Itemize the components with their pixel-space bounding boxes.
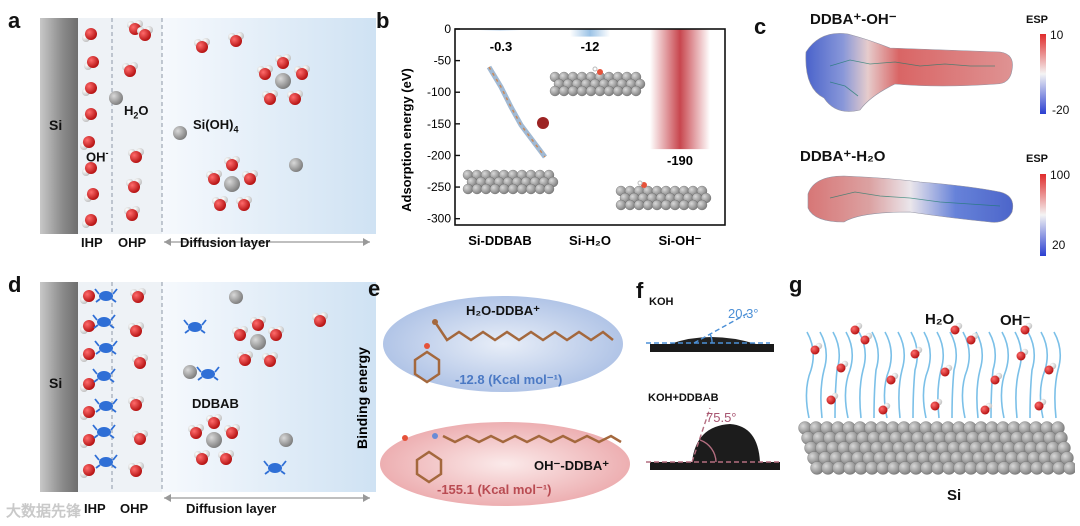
y-tick-label: -300 (427, 212, 451, 226)
panel-f-label: f (636, 278, 644, 303)
y-tick-label: -50 (434, 54, 452, 68)
panel-a-label: a (8, 8, 21, 33)
esp1-min: -20 (1052, 103, 1070, 117)
si-label-a: Si (49, 117, 63, 133)
x-tick-label: Si-H₂O (569, 233, 611, 248)
koh-angle: 20.3° (728, 306, 759, 321)
y-tick-label: 0 (444, 22, 451, 36)
esp-surface-h2o (807, 175, 1014, 223)
bar-value-label: -0.3 (490, 39, 512, 54)
bar-1 (570, 29, 610, 37)
oh-binding-value: -155.1 (Kcal mol⁻¹) (437, 482, 552, 497)
koh-label: KOH (649, 296, 674, 308)
adsorption-ylabel: Adsorption energy (eV) (399, 68, 414, 212)
esp-title-oh: DDBA⁺-OH⁻ (810, 11, 897, 28)
g-oh-label: OH⁻ (1000, 312, 1031, 329)
panel-d-diagram (40, 282, 376, 502)
ihp-label-a: IHP (81, 235, 103, 250)
panel-e-diagram: Binding energy (355, 296, 630, 506)
h2o-binding-ellipse (383, 296, 623, 392)
ohp-label-a: OHP (118, 235, 147, 250)
y-tick-label: -200 (427, 148, 451, 162)
g-si-label: Si (947, 487, 962, 504)
koh-ddbab-label: KOH+DDBAB (648, 392, 719, 404)
panel-c-label: c (754, 14, 767, 39)
esp-maps (805, 33, 1046, 256)
panel-g-diagram (798, 322, 1075, 475)
ohp-label-d: OHP (120, 501, 149, 516)
esp-title-h2o: DDBA⁺-H₂O (800, 148, 886, 165)
silicate-label: Si(OH)4 (193, 117, 239, 135)
oh-ddba-label: OH⁻-DDBA⁺ (534, 458, 610, 473)
ihp-label-d: IHP (84, 501, 106, 516)
x-tick-label: Si-OH⁻ (659, 233, 702, 248)
chart-frame (454, 28, 726, 226)
bar-value-label: -190 (667, 153, 693, 168)
y-tick-label: -250 (427, 180, 451, 194)
esp2-min: 20 (1052, 238, 1066, 252)
g-water-label: H₂O (925, 311, 955, 328)
h2o-ddba-label: H₂O-DDBA⁺ (466, 303, 541, 318)
ddbab-label-d: DDBAB (192, 396, 239, 411)
esp-label-1: ESP (1026, 14, 1049, 26)
esp-surface-oh (805, 33, 1013, 112)
esp-scale-2 (1040, 174, 1046, 256)
esp2-max: 100 (1050, 168, 1071, 182)
bar-0 (480, 29, 520, 31)
panel-g-label: g (789, 272, 803, 297)
x-tick-label: Si-DDBAB (468, 233, 532, 248)
water-label-a: H2O (124, 103, 149, 121)
esp-label-2: ESP (1026, 153, 1049, 165)
oh-binding-ellipse (380, 422, 630, 506)
esp-scale-1 (1040, 34, 1046, 114)
y-tick-label: -100 (427, 85, 451, 99)
esp1-max: 10 (1050, 28, 1064, 42)
koh-ddbab-angle: 75.5° (706, 410, 737, 425)
contact-angle-images (646, 311, 780, 470)
bar-value-label: -12 (581, 39, 600, 54)
bar-2 (650, 29, 710, 150)
oh-label-a: OH- (86, 148, 109, 165)
diffusion-label-a: Diffusion layer (180, 235, 271, 250)
watermark: 大数据先锋 (6, 503, 82, 520)
panel-e-label: e (368, 276, 381, 301)
panel-a-diagram (40, 18, 376, 246)
si-label-d: Si (49, 375, 63, 391)
panel-b-label: b (376, 8, 390, 33)
binding-energy-axis: Binding energy (355, 347, 370, 449)
diffusion-label-d: Diffusion layer (186, 501, 277, 516)
y-tick-label: -150 (427, 117, 451, 131)
panel-d-label: d (8, 272, 22, 297)
h2o-binding-value: -12.8 (Kcal mol⁻¹) (455, 372, 563, 387)
